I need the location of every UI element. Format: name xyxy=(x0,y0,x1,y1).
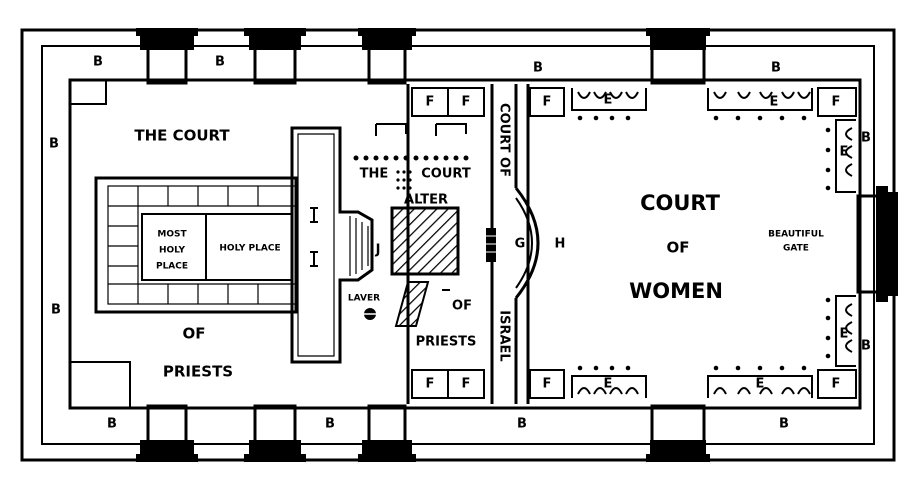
colonnade-cells-right xyxy=(835,119,856,367)
label-priests-left: PRIESTS xyxy=(163,363,233,381)
label-most-holy-3: PLACE xyxy=(156,262,188,272)
label-e-5: E xyxy=(604,377,613,392)
label-e-3: E xyxy=(840,145,849,160)
chamber-f-women-br xyxy=(817,369,857,399)
chamber-f-women-tr xyxy=(817,87,857,117)
ring-dots xyxy=(353,155,469,190)
platform-g-mark xyxy=(486,228,496,262)
chamber-f-bottom-2 xyxy=(447,369,485,399)
colonnade-cells-bottom xyxy=(571,375,813,398)
label-b-top-2: B xyxy=(215,55,225,70)
label-of-left: OF xyxy=(183,325,206,343)
label-f-4: F xyxy=(832,95,841,110)
label-b-right-2: B xyxy=(861,339,871,354)
label-b-left-2: B xyxy=(51,303,61,318)
inner-court-wall xyxy=(68,78,862,410)
label-b-top-4: B xyxy=(771,61,781,76)
label-e-1: E xyxy=(604,93,613,108)
label-f-1: F xyxy=(426,95,435,110)
label-holy-place: HOLY PLACE xyxy=(219,244,280,254)
label-f-3: F xyxy=(543,95,552,110)
label-the-court-left: THE COURT xyxy=(134,127,230,145)
label-e-4: E xyxy=(840,327,849,342)
label-gate: GATE xyxy=(783,244,809,254)
altar xyxy=(390,206,460,276)
corner-chamber-bottom-left xyxy=(69,361,131,409)
label-women: WOMEN xyxy=(629,279,723,303)
label-the: THE xyxy=(360,167,389,182)
label-court-mid: COURT xyxy=(421,167,471,182)
label-h: H xyxy=(555,237,566,252)
altar-ramp xyxy=(394,281,430,327)
label-israel: ISRAEL xyxy=(497,310,512,361)
label-beautiful: BEAUTIFUL xyxy=(768,230,824,240)
label-f-7: F xyxy=(543,377,552,392)
label-alter: ALTER xyxy=(404,193,448,208)
label-f-6: F xyxy=(462,377,471,392)
chamber-f-women-bl xyxy=(529,369,565,399)
label-of-women: OF xyxy=(667,239,690,257)
label-g: G xyxy=(515,237,526,252)
porch-inner-line xyxy=(297,133,335,357)
label-most-holy-1: MOST xyxy=(157,230,187,240)
label-b-bottom-2: B xyxy=(325,417,335,432)
label-b-right-1: B xyxy=(861,131,871,146)
sanctuary-chambers-grid xyxy=(107,185,297,305)
label-e-6: E xyxy=(756,377,765,392)
label-most-holy-2: HOLY xyxy=(159,246,186,256)
label-b-bottom-1: B xyxy=(107,417,117,432)
porch-steps xyxy=(349,216,369,276)
label-b-left-1: B xyxy=(49,137,59,152)
label-court-women: COURT xyxy=(640,191,721,215)
beautiful-gate-tower xyxy=(856,186,898,302)
label-court-of-israel-top: COURT OF xyxy=(497,103,512,177)
gate-towers-bottom xyxy=(136,404,710,462)
label-f-2: F xyxy=(462,95,471,110)
label-laver: LAVER xyxy=(348,294,380,304)
label-priests-mid: PRIESTS xyxy=(416,335,477,350)
slaughter-tables xyxy=(375,123,467,136)
label-e-2: E xyxy=(770,95,779,110)
nicanor-gate-steps xyxy=(514,187,540,299)
gate-towers-top xyxy=(136,28,710,85)
label-j: J xyxy=(375,243,381,258)
outer-wall-inner-line xyxy=(41,45,875,445)
label-b-bottom-4: B xyxy=(779,417,789,432)
label-b-top-3: B xyxy=(533,61,543,76)
label-b-bottom-3: B xyxy=(517,417,527,432)
label-f-5: F xyxy=(426,377,435,392)
colonnade-cells-top xyxy=(571,88,813,111)
porch-pillars xyxy=(310,207,318,267)
chamber-f-women-tl xyxy=(529,87,565,117)
chamber-f-top-2 xyxy=(447,87,485,117)
corner-chamber-top-left xyxy=(69,79,107,105)
label-b-top-1: B xyxy=(93,55,103,70)
label-f-8: F xyxy=(832,377,841,392)
nicanor-gate-steps-inner xyxy=(515,197,533,289)
colonnade-dots xyxy=(577,115,831,371)
temple-porch xyxy=(290,126,374,364)
label-of-mid: OF xyxy=(452,299,472,314)
